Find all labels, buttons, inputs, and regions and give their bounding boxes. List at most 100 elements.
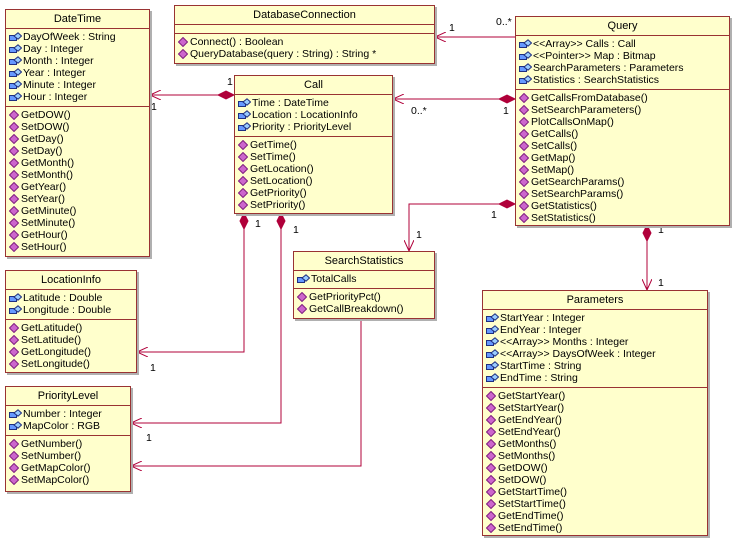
attribute-longitude-double[interactable]: Longitude : Double [6, 304, 136, 316]
operation-setday[interactable]: SetDay() [6, 145, 149, 157]
operation-connect[interactable]: Connect() : Boolean [175, 36, 434, 48]
attribute-totalcalls[interactable]: TotalCalls [294, 273, 434, 285]
operation-querydatabase[interactable]: QueryDatabase(query : String) : String * [175, 48, 434, 60]
operation-setlongitude[interactable]: SetLongitude() [6, 358, 136, 370]
method-icon [8, 217, 20, 229]
operation-getpriority[interactable]: GetPriority() [235, 187, 392, 199]
operation-getsearchparams[interactable]: GetSearchParams() [516, 176, 729, 188]
attribute-number-integer[interactable]: Number : Integer [6, 408, 130, 420]
operation-setdow[interactable]: SetDOW() [483, 474, 707, 486]
operation-getdow[interactable]: GetDOW() [483, 462, 707, 474]
attribute-starttime-string[interactable]: StartTime : String [483, 360, 707, 372]
operation-getlocation[interactable]: GetLocation() [235, 163, 392, 175]
attribute-hour-integer[interactable]: Hour : Integer [6, 91, 149, 103]
operation-setmapcolor[interactable]: SetMapColor() [6, 474, 130, 486]
operation-getendyear[interactable]: GetEndYear() [483, 414, 707, 426]
operation-setlatitude[interactable]: SetLatitude() [6, 334, 136, 346]
operation-getminute[interactable]: GetMinute() [6, 205, 149, 217]
attribute-map-bitmap[interactable]: <<Pointer>> Map : Bitmap [516, 50, 729, 62]
operation-setpriority[interactable]: SetPriority() [235, 199, 392, 211]
mult-query-call-query: 1 [503, 105, 509, 117]
operation-getendtime[interactable]: GetEndTime() [483, 510, 707, 522]
operation-setnumber[interactable]: SetNumber() [6, 450, 130, 462]
attribute-months-integer[interactable]: <<Array>> Months : Integer [483, 336, 707, 348]
attribute-month-integer[interactable]: Month : Integer [6, 55, 149, 67]
operation-setmonth[interactable]: SetMonth() [6, 169, 149, 181]
operation-setyear[interactable]: SetYear() [6, 193, 149, 205]
attribute-location-locationinfo[interactable]: Location : LocationInfo [235, 109, 392, 121]
attribute-latitude-double[interactable]: Latitude : Double [6, 292, 136, 304]
operation-text: SetMonths() [498, 450, 556, 462]
operation-settime[interactable]: SetTime() [235, 151, 392, 163]
operation-getlongitude[interactable]: GetLongitude() [6, 346, 136, 358]
operation-getstatistics[interactable]: GetStatistics() [516, 200, 729, 212]
operation-setminute[interactable]: SetMinute() [6, 217, 149, 229]
attribute-minute-integer[interactable]: Minute : Integer [6, 79, 149, 91]
operations-compartment: GetDOW()SetDOW()GetDay()SetDay()GetMonth… [6, 107, 149, 256]
operation-setmonths[interactable]: SetMonths() [483, 450, 707, 462]
operation-getstartyear[interactable]: GetStartYear() [483, 390, 707, 402]
field-icon [486, 313, 500, 323]
operation-getmonth[interactable]: GetMonth() [6, 157, 149, 169]
operation-getprioritypct[interactable]: GetPriorityPct() [294, 291, 434, 303]
operation-getdow[interactable]: GetDOW() [6, 109, 149, 121]
operation-getmapcolor[interactable]: GetMapColor() [6, 462, 130, 474]
operation-setendtime[interactable]: SetEndTime() [483, 522, 707, 534]
class-query[interactable]: Query<<Array>> Calls : Call<<Pointer>> M… [515, 16, 730, 226]
operation-getstarttime[interactable]: GetStartTime() [483, 486, 707, 498]
operation-setendyear[interactable]: SetEndYear() [483, 426, 707, 438]
method-icon [237, 175, 249, 187]
attribute-endtime-string[interactable]: EndTime : String [483, 372, 707, 384]
method-icon [485, 390, 497, 402]
attribute-dayofweek-string[interactable]: DayOfWeek : String [6, 31, 149, 43]
operation-setsearchparams[interactable]: SetSearchParams() [516, 188, 729, 200]
operation-getday[interactable]: GetDay() [6, 133, 149, 145]
operation-getnumber[interactable]: GetNumber() [6, 438, 130, 450]
method-icon [8, 205, 20, 217]
attribute-priority-prioritylevel[interactable]: Priority : PriorityLevel [235, 121, 392, 133]
operation-setstatistics[interactable]: SetStatistics() [516, 212, 729, 224]
attribute-endyear-integer[interactable]: EndYear : Integer [483, 324, 707, 336]
operation-getlatitude[interactable]: GetLatitude() [6, 322, 136, 334]
attribute-searchparameters-parameters[interactable]: SearchParameters : Parameters [516, 62, 729, 74]
operation-setstarttime[interactable]: SetStartTime() [483, 498, 707, 510]
operation-setcalls[interactable]: SetCalls() [516, 140, 729, 152]
attribute-year-integer[interactable]: Year : Integer [6, 67, 149, 79]
operation-plotcallsonmap[interactable]: PlotCallsOnMap() [516, 116, 729, 128]
method-icon [8, 450, 20, 462]
attribute-statistics-searchstatistics[interactable]: Statistics : SearchStatistics [516, 74, 729, 86]
operation-getmonths[interactable]: GetMonths() [483, 438, 707, 450]
operations-compartment: GetTime()SetTime()GetLocation()SetLocati… [235, 137, 392, 214]
attribute-startyear-integer[interactable]: StartYear : Integer [483, 312, 707, 324]
operation-gettime[interactable]: GetTime() [235, 139, 392, 151]
operation-setsearchparameters[interactable]: SetSearchParameters() [516, 104, 729, 116]
class-name: DatabaseConnection [175, 6, 434, 25]
attribute-mapcolor-rgb[interactable]: MapColor : RGB [6, 420, 130, 432]
operation-getcalls[interactable]: GetCalls() [516, 128, 729, 140]
operation-setmap[interactable]: SetMap() [516, 164, 729, 176]
operation-gethour[interactable]: GetHour() [6, 229, 149, 241]
operation-text: GetLatitude() [21, 322, 83, 334]
operation-getyear[interactable]: GetYear() [6, 181, 149, 193]
operation-setdow[interactable]: SetDOW() [6, 121, 149, 133]
method-icon [485, 438, 497, 450]
query-stats-association [409, 203, 515, 251]
operation-sethour[interactable]: SetHour() [6, 241, 149, 253]
operation-getcallbreakdown[interactable]: GetCallBreakdown() [294, 303, 434, 315]
attribute-calls-call[interactable]: <<Array>> Calls : Call [516, 38, 729, 50]
operation-setlocation[interactable]: SetLocation() [235, 175, 392, 187]
attribute-day-integer[interactable]: Day : Integer [6, 43, 149, 55]
attribute-time-datetime[interactable]: Time : DateTime [235, 97, 392, 109]
operation-setstartyear[interactable]: SetStartYear() [483, 402, 707, 414]
operation-getmap[interactable]: GetMap() [516, 152, 729, 164]
attribute-daysofweek-integer[interactable]: <<Array>> DaysOfWeek : Integer [483, 348, 707, 360]
operation-getcallsfromdatabase[interactable]: GetCallsFromDatabase() [516, 92, 729, 104]
method-icon [8, 346, 20, 358]
